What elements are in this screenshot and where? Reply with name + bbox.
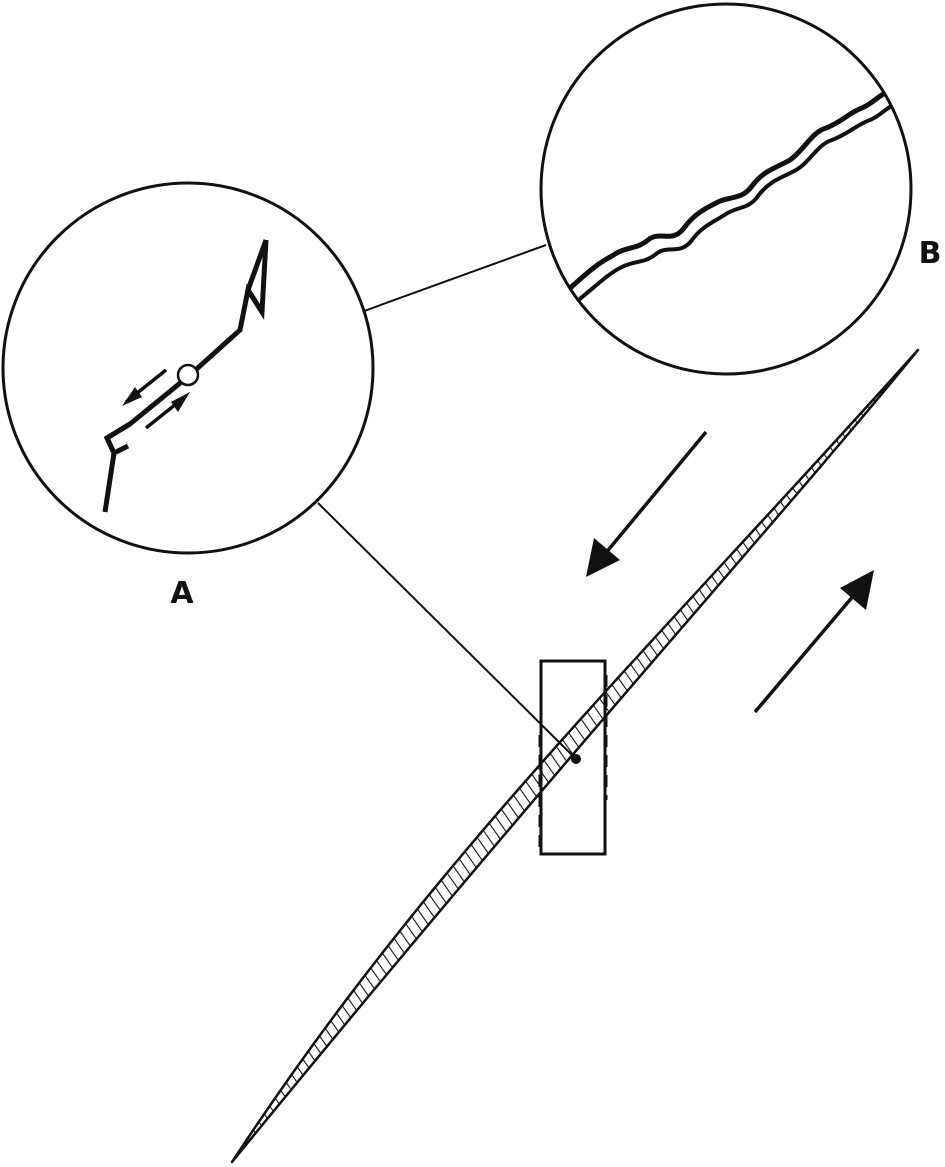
- label-a: A: [170, 576, 194, 611]
- half-arrow-left-icon: [122, 368, 168, 406]
- rough-surface-lower: [574, 100, 899, 304]
- label-b: B: [919, 236, 942, 271]
- slip-arrow-left-icon: [586, 430, 708, 577]
- slip-arrow-right-icon: [753, 570, 874, 714]
- small-detail-circle: [176, 363, 200, 387]
- inset-circle-b: [539, 2, 913, 376]
- inset-circle-a: [1, 181, 375, 555]
- dashed-trace: [538, 675, 608, 855]
- leader-line-a: [317, 502, 577, 760]
- rough-surface-upper: [566, 87, 892, 292]
- half-arrow-right-icon: [144, 392, 190, 430]
- hatched-fault-zone: [230, 348, 920, 1164]
